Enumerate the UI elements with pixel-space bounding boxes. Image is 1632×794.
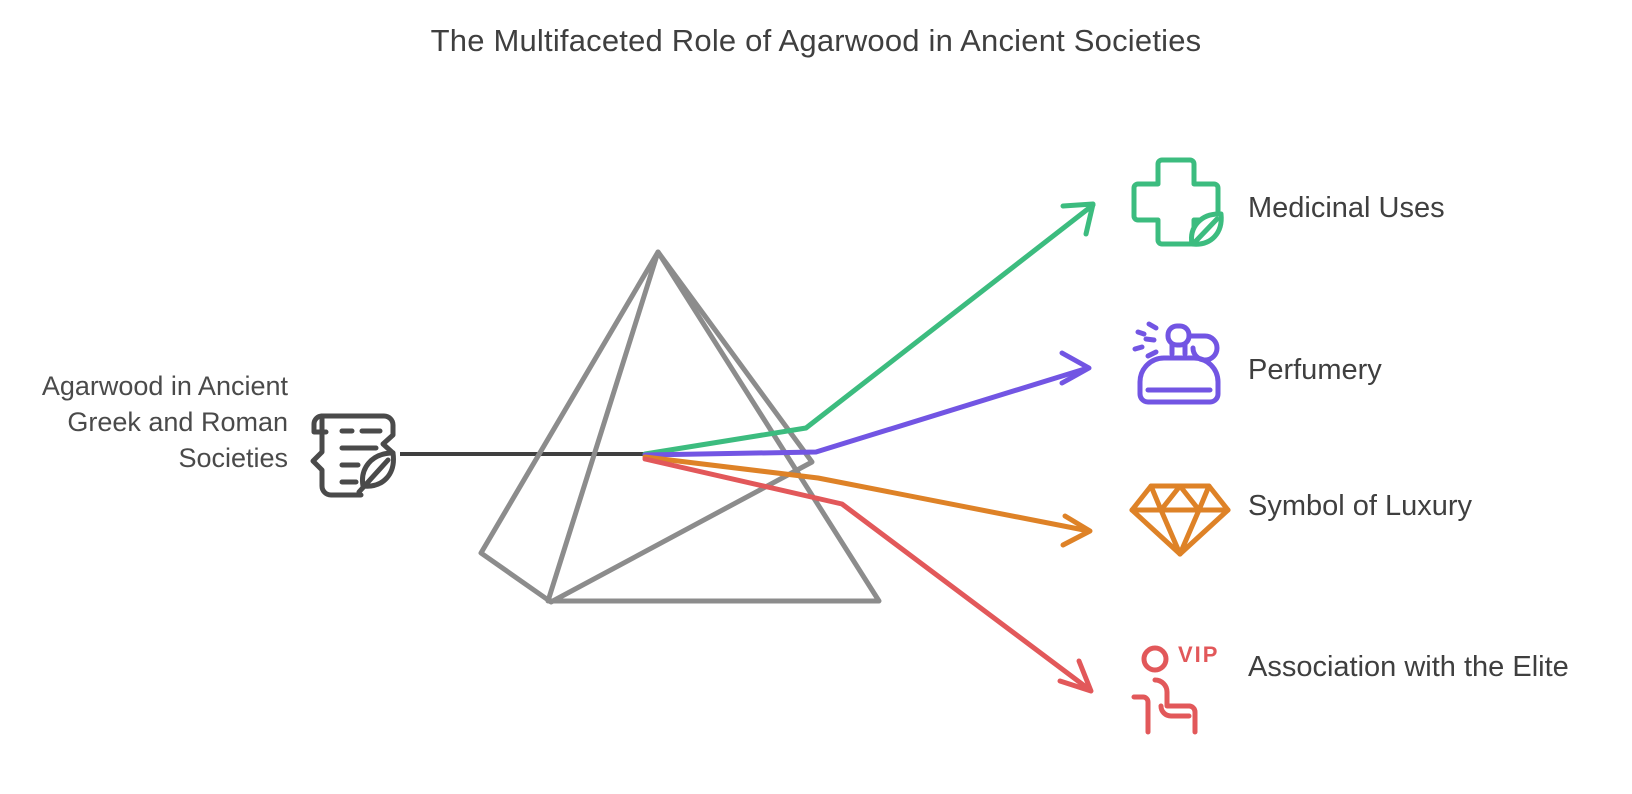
output-label-medicinal: Medicinal Uses xyxy=(1248,192,1445,224)
page-title: The Multifaceted Role of Agarwood in Anc… xyxy=(430,23,1202,58)
ray-luxury xyxy=(642,454,1092,534)
diamond-gem-icon xyxy=(1129,478,1231,578)
vip-badge-text: VIP xyxy=(1178,642,1219,667)
svg-text:VIP: VIP xyxy=(1178,642,1219,667)
prism-back-face xyxy=(478,249,815,605)
output-label-luxury: Symbol of Luxury xyxy=(1248,490,1473,522)
ray-perfumery xyxy=(642,365,1091,458)
vip-seated-person-icon: VIP xyxy=(1128,640,1228,740)
ray-elite-arrow xyxy=(1057,658,1094,694)
ray-luxury-arrow xyxy=(1060,513,1093,548)
output-label-elite: Association with the Elite xyxy=(1248,651,1569,683)
ray-perfumery-arrow xyxy=(1059,350,1092,386)
output-label-perfumery: Perfumery xyxy=(1248,354,1382,386)
prism-front-face xyxy=(545,249,882,604)
source-node-label: Agarwood in Ancient Greek and Roman Soci… xyxy=(41,371,288,474)
ray-medicinal-arrow xyxy=(1060,201,1096,237)
ray-medicinal xyxy=(642,202,1096,457)
medical-cross-leaf-icon xyxy=(1126,152,1226,252)
scroll-leaf-icon xyxy=(300,398,404,502)
perfume-bottle-icon xyxy=(1130,318,1230,418)
ray-elite xyxy=(642,456,1093,693)
